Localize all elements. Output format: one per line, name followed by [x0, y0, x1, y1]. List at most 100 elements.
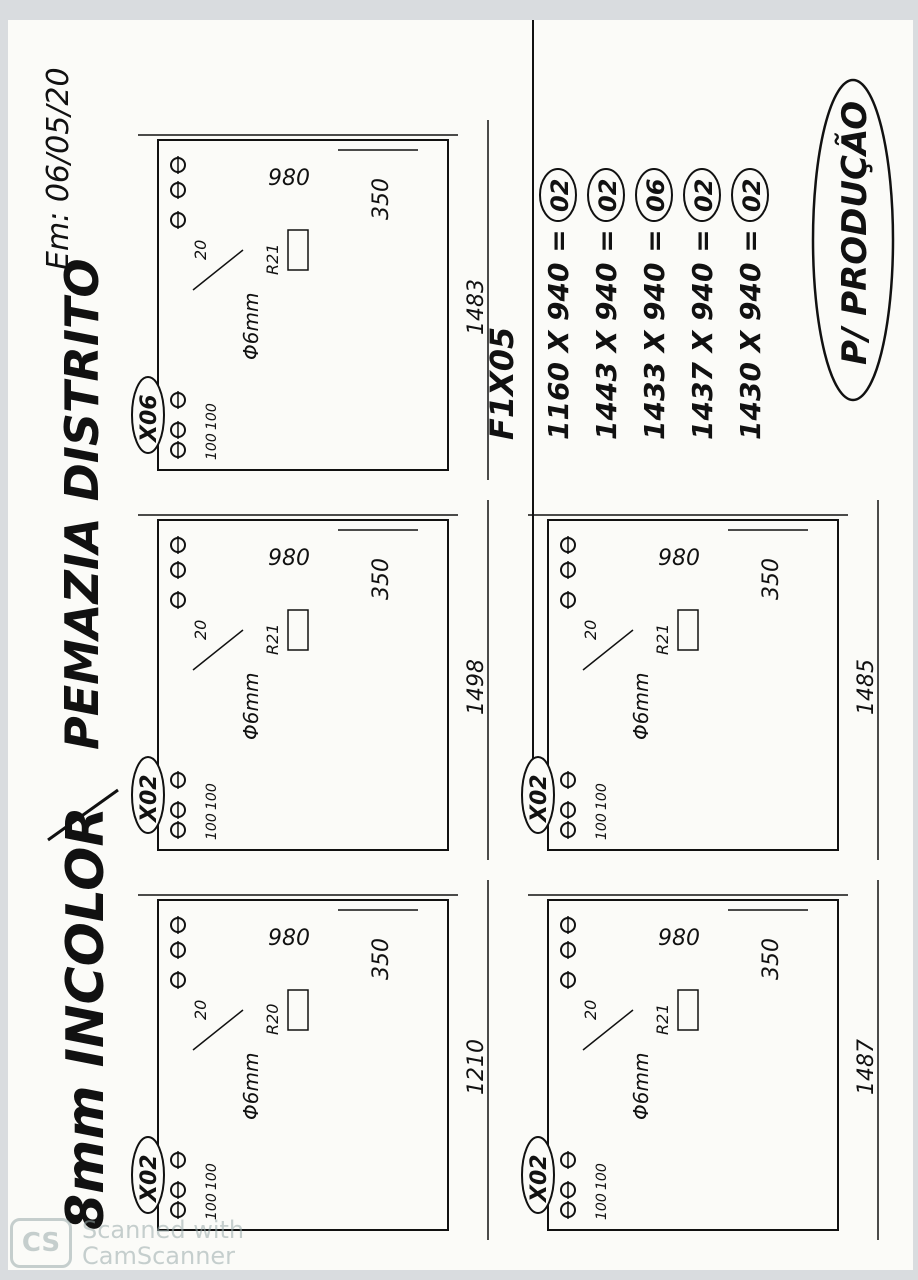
height-label: 980	[268, 166, 310, 191]
quantity-label: X06	[137, 394, 162, 444]
cut-list-dims: 1433 X 940 =	[638, 229, 671, 440]
paper-sheet	[8, 20, 913, 1270]
cut-list-dims: 1443 X 940 =	[590, 229, 623, 440]
height-label: 980	[268, 926, 310, 951]
stamp-text: P/ PRODUÇÃO	[834, 101, 875, 365]
camscanner-logo-icon: CS	[10, 1218, 72, 1268]
production-stamp: P/ PRODUÇÃO	[811, 78, 895, 402]
leader-line	[192, 629, 244, 671]
spacing-label: 100	[594, 1163, 610, 1190]
panel-outline	[547, 899, 839, 1231]
radius-label: R21	[263, 624, 282, 655]
leader-line	[582, 1009, 634, 1051]
leader-line	[582, 629, 634, 671]
radius-label: R21	[263, 244, 282, 275]
leader-line	[192, 249, 244, 291]
offset-label: 20	[191, 240, 210, 260]
watermark-line2: CamScanner	[82, 1242, 236, 1270]
cut-list-qty: 02	[738, 179, 766, 212]
quantity-label: X02	[527, 774, 552, 824]
width-label: 1498	[464, 659, 489, 715]
hole-note: Φ6mm	[239, 293, 263, 360]
spacing-label: 100	[204, 1193, 220, 1220]
offset-label: 20	[191, 620, 210, 640]
quantity-bubble	[521, 1136, 555, 1214]
height-label: 980	[658, 926, 700, 951]
spacing-label: 100	[594, 813, 610, 840]
spacing-label: 100	[594, 1193, 610, 1220]
spacing-label: 100	[204, 433, 220, 460]
title-left: 8mm INCOLOR	[56, 807, 116, 1230]
spacing-label: 100	[204, 1163, 220, 1190]
hole-note: Φ6mm	[239, 673, 263, 740]
panel-outline	[157, 899, 449, 1231]
width-label: 1210	[464, 1039, 489, 1095]
width-label: 1485	[854, 659, 879, 715]
cut-list-qty: 02	[594, 179, 622, 212]
hole-note: Φ6mm	[239, 1053, 263, 1120]
notch-marker	[287, 989, 309, 1031]
radius-label: R21	[653, 1004, 672, 1035]
offset-label: 20	[581, 1000, 600, 1020]
hole-note: Φ6mm	[629, 1053, 653, 1120]
quantity-bubble	[131, 376, 165, 454]
spacing-label: 100	[204, 783, 220, 810]
drill-label: 350	[369, 938, 394, 980]
qty-circle	[539, 168, 577, 222]
qty-circle	[683, 168, 721, 222]
panel-outline	[157, 139, 449, 471]
height-label: 980	[268, 546, 310, 571]
radius-label: R20	[263, 1004, 282, 1035]
drill-label: 350	[759, 558, 784, 600]
leader-line	[192, 1009, 244, 1051]
drill-label: 350	[369, 178, 394, 220]
scanner-watermark: CS Scanned with CamScanner	[6, 1212, 246, 1274]
cut-list-qty: 06	[642, 179, 670, 212]
cut-list-qty: 02	[690, 179, 718, 212]
cut-list-dims: 1430 X 940 =	[734, 229, 767, 440]
offset-label: 20	[581, 620, 600, 640]
cut-list-dims: 1160 X 940 =	[542, 229, 575, 440]
panel-outline	[547, 519, 839, 851]
date-label: Em: 06/05/20	[41, 67, 76, 270]
quantity-label: X02	[527, 1154, 552, 1204]
spacing-label: 100	[204, 813, 220, 840]
qty-circle	[587, 168, 625, 222]
title-slash	[47, 788, 119, 842]
drill-label: 350	[759, 938, 784, 980]
title-right: PEMAZIA DISTRITO	[55, 259, 109, 750]
width-label: 1487	[854, 1039, 879, 1095]
quantity-bubble	[131, 756, 165, 834]
list-heading: F1X05	[483, 327, 521, 440]
cut-list-dims: 1437 X 940 =	[686, 229, 719, 440]
panel-outline	[157, 519, 449, 851]
radius-label: R21	[653, 624, 672, 655]
height-label: 980	[658, 546, 700, 571]
qty-circle	[635, 168, 673, 222]
quantity-bubble	[521, 756, 555, 834]
hole-note: Φ6mm	[629, 673, 653, 740]
quantity-bubble	[131, 1136, 165, 1214]
notch-marker	[287, 609, 309, 651]
cut-list-qty: 02	[546, 179, 574, 212]
spacing-label: 100	[204, 403, 220, 430]
offset-label: 20	[191, 1000, 210, 1020]
notch-marker	[287, 229, 309, 271]
width-label: 1483	[464, 279, 489, 335]
qty-circle	[731, 168, 769, 222]
quantity-label: X02	[137, 774, 162, 824]
cut-list: 1160 X 940 = 02 1443 X 940 = 02 1433 X 940 =…	[539, 168, 769, 440]
panel-group: 121098010010020Φ6mm350R20X02148798010010…	[131, 120, 879, 1240]
notch-marker	[677, 609, 699, 651]
spacing-label: 100	[594, 783, 610, 810]
quantity-label: X02	[137, 1154, 162, 1204]
drill-label: 350	[369, 558, 394, 600]
notch-marker	[677, 989, 699, 1031]
